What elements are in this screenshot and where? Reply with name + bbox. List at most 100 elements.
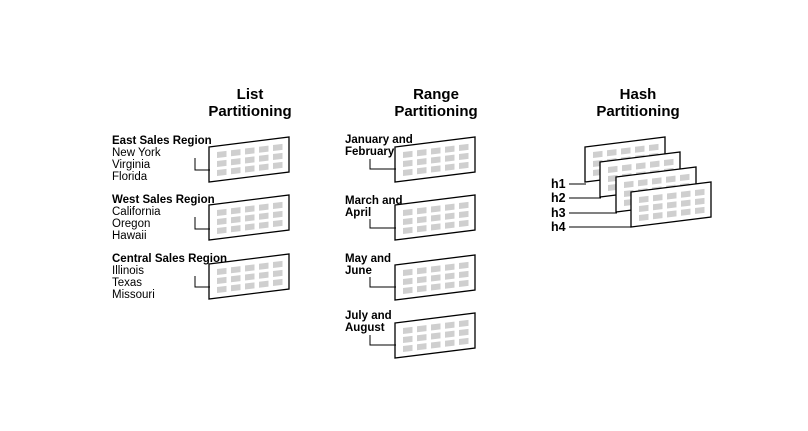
table-cell (231, 225, 241, 233)
table-cell (245, 214, 255, 222)
table-cell (217, 150, 227, 158)
table-cell (273, 201, 283, 209)
table-cell (231, 216, 241, 224)
range-group-line2: April (345, 207, 372, 219)
list-group-item: Oregon (112, 218, 151, 230)
table-cell (259, 154, 269, 162)
table-cell (459, 161, 469, 169)
range-group-line1: May and (345, 253, 392, 265)
table-cell (649, 143, 659, 151)
list-group-item: Missouri (112, 289, 155, 301)
table-cell (459, 261, 469, 269)
table-cell (624, 180, 634, 188)
table-cell (445, 154, 455, 162)
list-group-item: Hawaii (112, 230, 147, 242)
table-cell (273, 210, 283, 218)
table-cell (273, 219, 283, 227)
table-cell (650, 160, 660, 168)
table-cell (273, 260, 283, 268)
list-connector-west (194, 217, 210, 230)
range-partition-mar-apr (394, 194, 476, 241)
table-cell (259, 262, 269, 270)
table-cell (639, 195, 649, 203)
range-group-jul-aug: July and August (345, 310, 392, 334)
range-title-line2: Partitioning (394, 103, 478, 120)
table-cell (403, 277, 413, 285)
hash-label-h4: h4 (551, 220, 566, 234)
list-partition-east (208, 136, 290, 183)
list-group-name: Central Sales Region (112, 253, 228, 265)
list-group-east: East Sales Region New York Virginia Flor… (112, 135, 212, 183)
table-cell (217, 168, 227, 176)
table-cell (217, 267, 227, 275)
table-cell (695, 188, 705, 196)
table-cell (445, 212, 455, 220)
list-connector-central (194, 276, 210, 288)
table-cell (245, 264, 255, 272)
table-cell (217, 208, 227, 216)
table-cell (231, 158, 241, 166)
table-cell (431, 156, 441, 164)
list-connector-east (194, 158, 210, 171)
table-cell (217, 285, 227, 293)
table-cell (231, 167, 241, 175)
table-cell (638, 179, 648, 187)
table-cell (667, 210, 677, 218)
table-cell (639, 213, 649, 221)
table-cell (273, 152, 283, 160)
table-cell (217, 226, 227, 234)
list-group-item: Illinois (112, 265, 144, 277)
table-cell (459, 279, 469, 287)
table-cell (695, 197, 705, 205)
hash-partitioning-title: Hash Partitioning (588, 86, 688, 120)
table-cell (459, 201, 469, 209)
table-cell (259, 212, 269, 220)
table-cell (417, 158, 427, 166)
table-cell (445, 163, 455, 171)
table-cell (593, 150, 603, 158)
table-cell (664, 158, 674, 166)
list-group-west: West Sales Region California Oregon Hawa… (112, 194, 215, 242)
table-cell (431, 214, 441, 222)
table-cell (417, 267, 427, 275)
hash-label-h2: h2 (551, 191, 566, 205)
table-cell (653, 194, 663, 202)
hash-partition-h4 (630, 181, 712, 228)
list-group-name: East Sales Region (112, 135, 212, 147)
list-group-central: Central Sales Region Illinois Texas Miss… (112, 253, 227, 301)
table-cell (417, 149, 427, 157)
list-partition-west (208, 194, 290, 241)
table-cell (608, 183, 618, 191)
table-cell (403, 335, 413, 343)
hash-label-h3: h3 (551, 206, 566, 220)
table-cell (667, 201, 677, 209)
table-cell (431, 223, 441, 231)
table-cell (681, 208, 691, 216)
list-title-line1: List (236, 86, 264, 103)
table-cell (681, 190, 691, 198)
table-cell (621, 147, 631, 155)
table-cell (403, 344, 413, 352)
table-cell (403, 208, 413, 216)
table-cell (417, 276, 427, 284)
table-cell (608, 174, 618, 182)
table-cell (231, 149, 241, 157)
table-cell (231, 275, 241, 283)
table-cell (417, 167, 427, 175)
table-cell (608, 165, 618, 173)
list-group-item: California (112, 206, 161, 218)
range-group-line1: July and (345, 310, 392, 322)
table-cell (653, 212, 663, 220)
hash-title-line1: Hash (619, 86, 657, 103)
table-cell (445, 221, 455, 229)
table-cell (636, 162, 646, 170)
table-cell (245, 147, 255, 155)
list-partitioning-title: List Partitioning (200, 86, 300, 120)
table-cell (217, 159, 227, 167)
hash-label-h1: h1 (551, 177, 566, 191)
list-group-item: Texas (112, 277, 143, 289)
table-cell (417, 285, 427, 293)
table-cell (666, 175, 676, 183)
range-partition-may-jun (394, 254, 476, 301)
